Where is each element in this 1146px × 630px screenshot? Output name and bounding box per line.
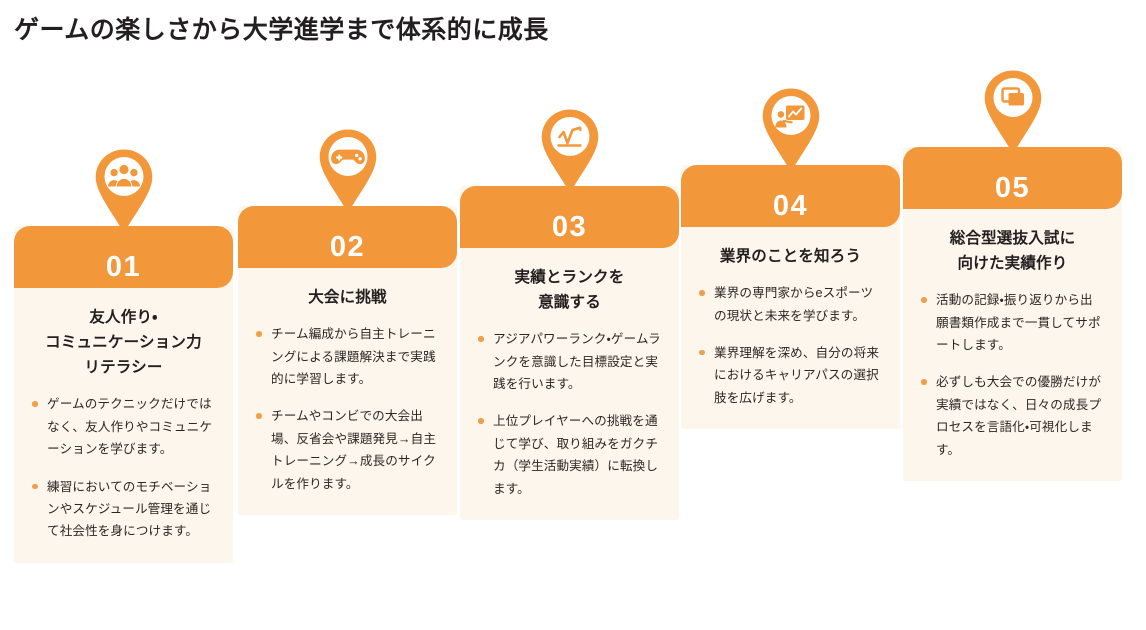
list-item: チームやコンビでの大会出場、反省会や課題発見→自主トレーニング→成長のサイクルを…	[255, 405, 440, 495]
list-item: 活動の記録・振り返りから出願書類作成まで一貫してサポートします。	[920, 289, 1105, 356]
card-bullets-04: 業界の専門家からeスポーツの現状と未来を学びます。 業界理解を深め、自分の将来に…	[698, 282, 883, 409]
step-card-04[interactable]: 04 業界のことを知ろう 業界の専門家からeスポーツの現状と未来を学びます。 業…	[681, 88, 900, 430]
list-item: 練習においてのモチベーションやスケジュール管理を通じて社会性を身につけます。	[31, 476, 216, 543]
card-body-04: 業界のことを知ろう 業界の専門家からeスポーツの現状と未来を学びます。 業界理解…	[681, 227, 900, 430]
step-card-05[interactable]: 05 総合型選抜入試に向けた実績作り 活動の記録・振り返りから出願書類作成まで一…	[903, 70, 1122, 482]
card-body-02: 大会に挑戦 チーム編成から自主トレーニングによる課題解決まで実践的に学習します。…	[238, 268, 457, 515]
line-chart-icon	[538, 108, 601, 192]
list-item: アジアパワーランク・ゲームランクを意識した目標設定と実践を行います。	[477, 328, 662, 395]
card-body-05: 総合型選抜入試に向けた実績作り 活動の記録・振り返りから出願書類作成まで一貫して…	[903, 209, 1122, 482]
bullet-dot-icon	[699, 349, 705, 356]
card-header-04: 04	[681, 88, 900, 227]
bullet-dot-icon	[32, 483, 38, 490]
bullet-dot-icon	[478, 418, 484, 424]
card-header-02: 02	[238, 129, 457, 268]
card-body-03: 実績とランクを意識する アジアパワーランク・ゲームランクを意識した目標設定と実践…	[460, 248, 679, 521]
step-card-02[interactable]: 02 大会に挑戦 チーム編成から自主トレーニングによる課題解決まで実践的に学習し…	[238, 129, 457, 515]
people-group-icon	[92, 148, 155, 232]
bullet-dot-icon	[32, 401, 38, 407]
card-bullets-03: アジアパワーランク・ゲームランクを意識した目標設定と実践を行います。 上位プレイ…	[477, 328, 662, 500]
card-title-01: 友人作り・コミュニケーション力リテラシー	[45, 309, 202, 377]
card-title-05: 総合型選抜入試に向けた実績作り	[949, 230, 1076, 273]
step-card-03[interactable]: 03 実績とランクを意識する アジアパワーランク・ゲームランクを意識した目標設定…	[460, 109, 679, 521]
card-header-03: 03	[460, 109, 679, 248]
step-card-01[interactable]: 01 友人作り・コミュニケーション力リテラシー ゲームのテクニックだけではなく、…	[14, 149, 233, 563]
presentation-board-icon	[759, 87, 822, 171]
list-item: 業界の専門家からeスポーツの現状と未来を学びます。	[698, 282, 883, 327]
card-bullets-01: ゲームのテクニックだけではなく、友人作りやコミュニケーションを学びます。 練習に…	[31, 393, 216, 542]
bullet-dot-icon	[256, 413, 262, 419]
bullet-dot-icon	[478, 336, 484, 342]
gamepad-icon	[316, 128, 379, 212]
page-title: ゲームの楽しさから大学進学まで体系的に成長	[14, 16, 549, 44]
list-item: 上位プレイヤーへの挑戦を通じて学び、取り組みをガクチカ（学生活動実績）に転換しま…	[477, 410, 662, 500]
stacked-windows-icon	[981, 69, 1044, 153]
card-number-03: 03	[551, 211, 588, 243]
bullet-dot-icon	[256, 331, 262, 337]
card-title-03: 実績とランクを意識する	[514, 269, 625, 312]
list-item: 必ずしも大会での優勝だけが実績ではなく、日々の成長プロセスを言語化・可視化します…	[920, 371, 1105, 461]
bullet-dot-icon	[921, 379, 927, 385]
card-body-01: 友人作り・コミュニケーション力リテラシー ゲームのテクニックだけではなく、友人作…	[14, 288, 233, 563]
card-title-04: 業界のことを知ろう	[719, 248, 862, 265]
bullet-dot-icon	[699, 290, 705, 296]
card-number-05: 05	[994, 172, 1031, 204]
card-header-05: 05	[903, 70, 1122, 209]
card-header-01: 01	[14, 149, 233, 288]
list-item: チーム編成から自主トレーニングによる課題解決まで実践的に学習します。	[255, 323, 440, 390]
card-title-02: 大会に挑戦	[308, 289, 387, 306]
card-number-04: 04	[772, 190, 809, 222]
bullet-dot-icon	[921, 297, 927, 303]
card-number-01: 01	[105, 251, 142, 283]
list-item: ゲームのテクニックだけではなく、友人作りやコミュニケーションを学びます。	[31, 393, 216, 460]
card-bullets-02: チーム編成から自主トレーニングによる課題解決まで実践的に学習します。 チームやコ…	[255, 323, 440, 495]
card-bullets-05: 活動の記録・振り返りから出願書類作成まで一貫してサポートします。 必ずしも大会で…	[920, 289, 1105, 461]
card-number-02: 02	[329, 231, 366, 263]
list-item: 業界理解を深め、自分の将来におけるキャリアパスの選択肢を広げます。	[698, 342, 883, 409]
